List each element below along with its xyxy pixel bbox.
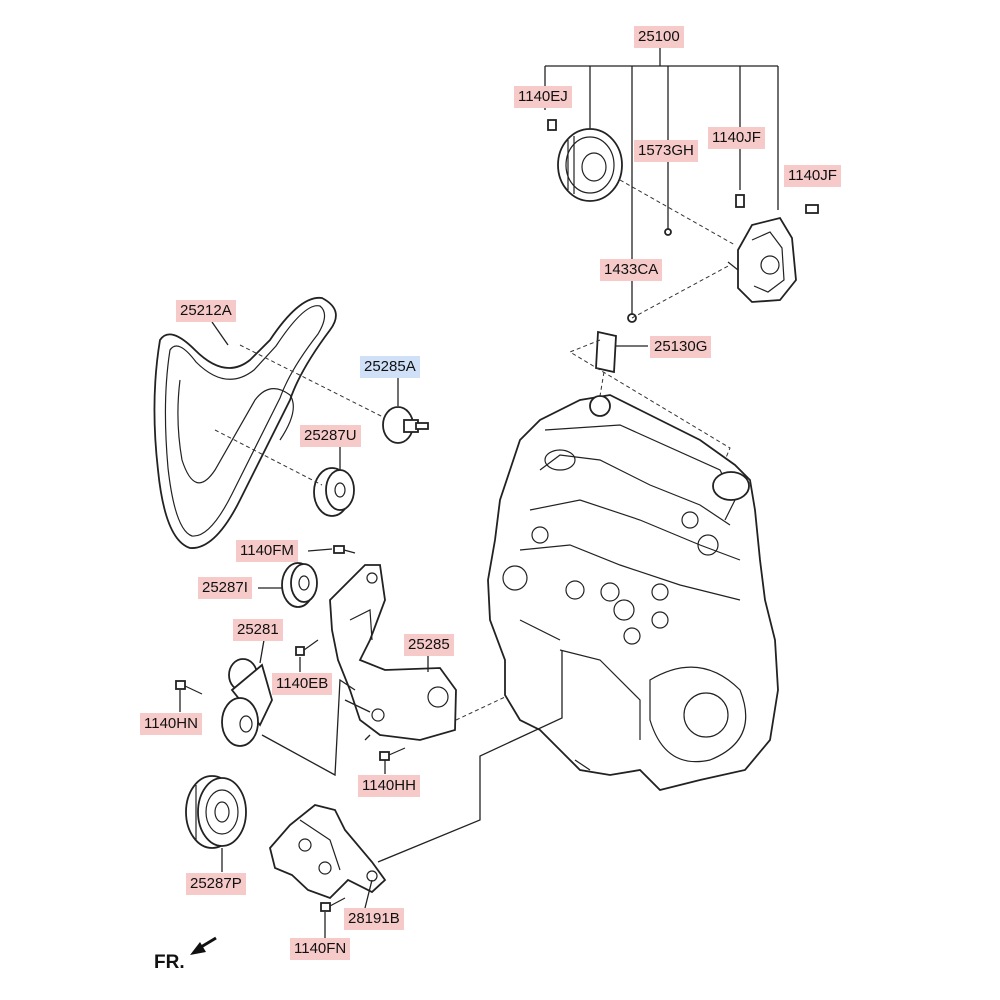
tensioner-25281 xyxy=(221,658,273,747)
callout-28191b[interactable]: 28191B xyxy=(344,908,404,930)
bolt-1140ej xyxy=(547,119,557,131)
callout-25281[interactable]: 25281 xyxy=(233,619,283,641)
mount-leader-line xyxy=(377,650,563,863)
bolt-1140fm xyxy=(333,545,356,554)
leader-25281 xyxy=(259,639,265,664)
callout-25285a[interactable]: 25285A xyxy=(360,356,420,378)
gasket-25130g xyxy=(595,330,617,374)
callout-1140hh[interactable]: 1140HH xyxy=(358,775,420,797)
bolt-1140eb xyxy=(295,639,319,656)
callout-1573gh[interactable]: 1573GH xyxy=(634,140,698,162)
drive-belt xyxy=(153,297,337,549)
tensioner-link-line xyxy=(261,678,356,777)
callout-25287i[interactable]: 25287I xyxy=(198,577,252,599)
pump-mount-dashed xyxy=(631,264,731,319)
front-arrow-icon xyxy=(190,936,217,955)
bolt-1140hh xyxy=(379,747,406,761)
pulley-25287i xyxy=(281,562,318,608)
mount-bracket-28191b xyxy=(269,804,387,900)
engine-block xyxy=(487,394,779,791)
callout-1140hn[interactable]: 1140HN xyxy=(140,713,202,735)
callout-25212a[interactable]: 25212A xyxy=(176,300,236,322)
callout-1140ej[interactable]: 1140EJ xyxy=(514,86,572,108)
idler-axis-dashed xyxy=(239,344,386,419)
crank-pulley-25287p xyxy=(185,775,247,849)
gasket-to-engine-dashed xyxy=(599,371,605,397)
leader-1140fm xyxy=(307,548,333,552)
front-indicator-label: FR. xyxy=(154,952,185,973)
callout-25287p[interactable]: 25287P xyxy=(186,873,246,895)
callout-1433ca[interactable]: 1433CA xyxy=(600,259,663,281)
callout-25130g[interactable]: 25130G xyxy=(650,336,712,358)
bracket-tab xyxy=(364,734,371,741)
callout-1140jf-b[interactable]: 1140JF xyxy=(784,165,841,187)
tensioner-bracket-25285 xyxy=(329,564,457,741)
leader-25212a xyxy=(211,321,229,346)
bolt-1140hn xyxy=(175,680,203,695)
bolt-1140jf-b xyxy=(805,204,819,214)
idler-pulley-25287u xyxy=(313,467,355,517)
callout-1140eb[interactable]: 1140EB xyxy=(272,673,333,695)
leader-28191b xyxy=(364,879,373,909)
dowel-1573gh xyxy=(664,228,672,236)
gasket-dashed xyxy=(568,339,731,461)
bolt-1140fn xyxy=(320,897,346,912)
callout-1140fm[interactable]: 1140FM xyxy=(236,540,298,562)
water-pump-pulley xyxy=(557,128,623,202)
callout-1140jf-a[interactable]: 1140JF xyxy=(708,127,765,149)
pulley-axis-dashed xyxy=(619,179,736,246)
water-pump-body xyxy=(727,216,797,303)
idler-u-axis-dashed xyxy=(214,429,323,486)
callout-25100[interactable]: 25100 xyxy=(634,26,684,48)
callout-25287u[interactable]: 25287U xyxy=(300,425,361,447)
callout-25285[interactable]: 25285 xyxy=(404,634,454,656)
callout-1140fn[interactable]: 1140FN xyxy=(290,938,351,960)
bolt-1140jf-a xyxy=(735,194,745,208)
link-line-b xyxy=(344,699,371,713)
idler-pulley-25285a xyxy=(382,406,429,444)
